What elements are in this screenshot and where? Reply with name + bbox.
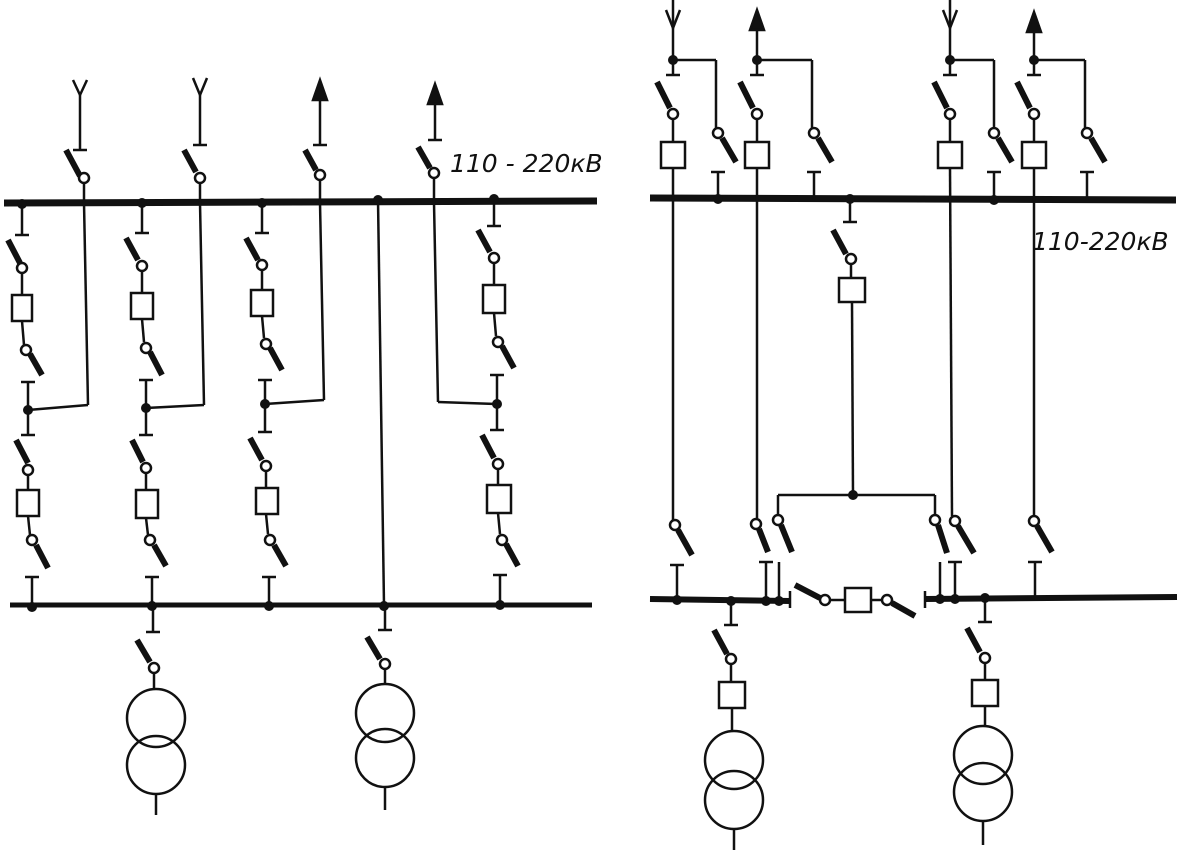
right-junctions bbox=[668, 55, 1039, 606]
right-coupler-bay bbox=[771, 200, 950, 600]
transformer-winding-icon bbox=[354, 682, 416, 744]
left-diagram bbox=[3, 76, 598, 815]
transformer-winding-icon bbox=[703, 769, 765, 831]
right-section-breaker bbox=[793, 582, 917, 619]
left-transformers bbox=[125, 608, 416, 815]
transformer-winding-icon bbox=[125, 687, 187, 749]
right-main-busbar bbox=[649, 194, 1177, 204]
right-voltage-label: 110-220кВ bbox=[1032, 227, 1169, 256]
transformer-winding-icon bbox=[354, 727, 416, 789]
left-line-feeders bbox=[27, 76, 497, 412]
left-bays bbox=[5, 199, 521, 606]
transformer-winding-icon bbox=[703, 729, 765, 791]
left-main-busbar bbox=[3, 197, 598, 207]
transformer-winding-icon bbox=[952, 761, 1014, 823]
right-diagram bbox=[649, 0, 1178, 850]
transformer-winding-icon bbox=[125, 734, 187, 796]
transformer-winding-icon bbox=[952, 724, 1014, 786]
right-lower-busbar-right bbox=[924, 594, 1178, 602]
left-junctions bbox=[17, 194, 505, 612]
left-voltage-label: 110 - 220кВ bbox=[450, 149, 603, 178]
right-transformers bbox=[703, 600, 1014, 850]
right-line-feeders bbox=[654, 0, 1108, 600]
